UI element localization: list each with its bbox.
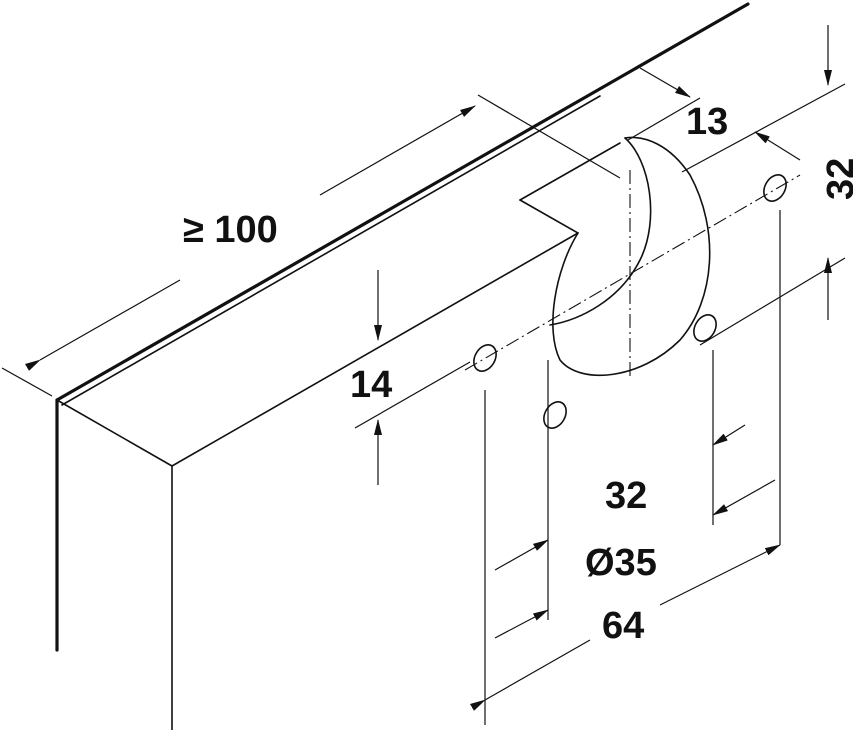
hole-span-label: 64 xyxy=(602,605,644,647)
edge-distance-top-label: 32 xyxy=(820,158,853,200)
cup-offset-label: 13 xyxy=(686,101,728,143)
hinge-cup-recess xyxy=(519,136,711,377)
hole-spacing-label: 32 xyxy=(605,475,647,517)
panel-outline xyxy=(55,2,750,730)
dimension-lines xyxy=(1,25,846,725)
min-length-label: ≥ 100 xyxy=(183,209,278,251)
edge-distance-bottom-label: 14 xyxy=(350,364,392,406)
cup-diameter-label: Ø35 xyxy=(585,542,657,584)
center-lines xyxy=(464,170,801,380)
